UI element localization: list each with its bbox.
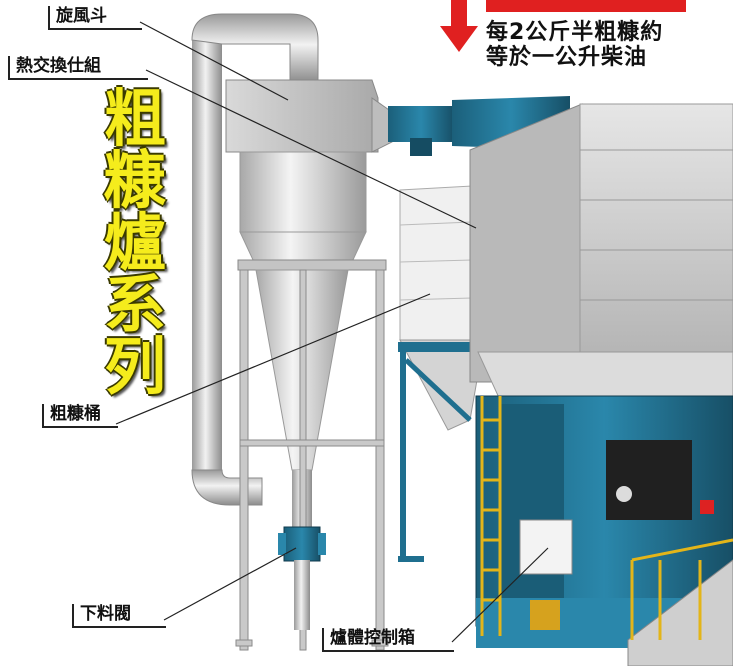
red-banner-edge — [486, 0, 686, 12]
note-line: 每2公斤半粗糠約 — [486, 20, 664, 45]
cyclone-body — [237, 151, 387, 528]
down-arrow-icon — [440, 0, 478, 52]
title-char: 粗 — [103, 82, 166, 155]
title-char: 系 — [103, 268, 166, 341]
control-box-label: 爐體控制箱 — [330, 628, 415, 648]
vertical-title: 粗 糠 爐 系 列 — [96, 88, 174, 398]
husk-bin — [398, 185, 486, 562]
control-box — [519, 519, 573, 575]
husk-bin-label: 粗糠桶 — [50, 404, 101, 424]
furnace-housing — [469, 103, 733, 401]
stairs — [627, 538, 733, 666]
support-frame — [235, 269, 389, 651]
heat-exchanger-label: 熱交換仕組 — [16, 56, 101, 76]
cyclone-label-bracket — [48, 6, 142, 30]
furnace-base — [475, 395, 733, 648]
discharge-valve — [278, 526, 326, 630]
title-char: 糠 — [103, 144, 166, 217]
discharge-valve-label: 下料閥 — [80, 604, 131, 624]
heat-exchanger-label-bracket — [8, 56, 148, 80]
control-box-label-bracket — [322, 628, 454, 652]
husk-bin-label-bracket — [42, 404, 118, 428]
fuel-equivalence-note: 每2公斤半粗糠約 等於一公升柴油 — [486, 20, 663, 70]
note-line: 等於一公升柴油 — [486, 45, 648, 70]
ladder — [480, 396, 502, 636]
heat-exchanger-box — [225, 79, 393, 153]
cyclone-label: 旋風斗 — [56, 6, 107, 26]
title-char: 列 — [103, 330, 166, 403]
discharge-valve-label-bracket — [72, 604, 166, 628]
leader-lines — [115, 21, 549, 643]
title-char: 爐 — [103, 206, 166, 279]
